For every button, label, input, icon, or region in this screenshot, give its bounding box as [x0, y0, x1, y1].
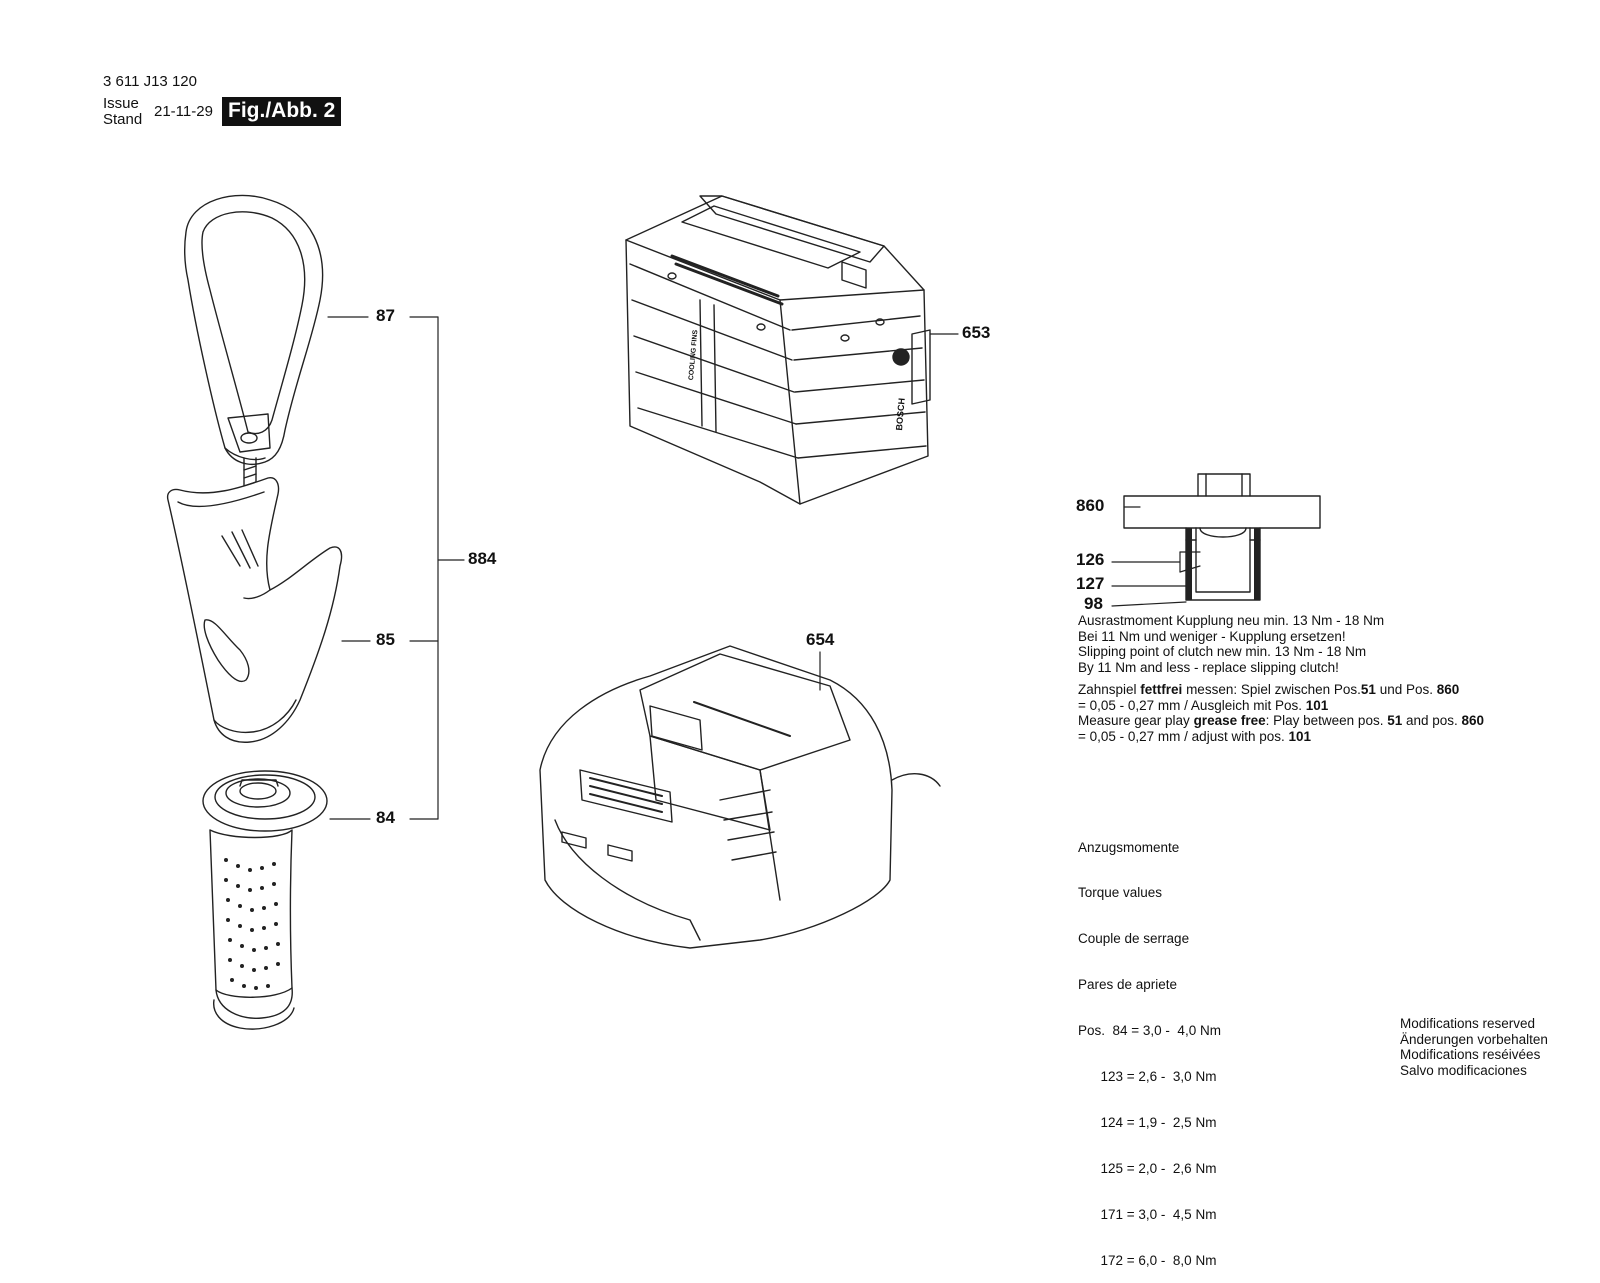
clutch-note-line-3: Slipping point of clutch new min. 13 Nm … [1078, 644, 1367, 659]
clutch-note-line-2: Bei 11 Nm und weniger - Kupplung ersetze… [1078, 628, 1346, 644]
torque-row: Pos. 84 = 3,0 - 4,0 Nm [1078, 1023, 1221, 1039]
clutch-note-line-4: By 11 Nm and less - replace slipping clu… [1078, 659, 1339, 675]
callout-87: 87 [376, 306, 395, 325]
clutch-note-line-1: Ausrastmoment Kupplung neu min. 13 Nm - … [1078, 613, 1385, 628]
callout-126: 126 [1076, 550, 1105, 569]
torque-row: 123 = 2,6 - 3,0 Nm [1078, 1069, 1217, 1085]
torque-title-en: Torque values [1078, 885, 1163, 901]
leader-lines-left [327, 316, 465, 820]
footer-line-fr: Modifications reséivées [1400, 1047, 1541, 1062]
callout-860: 860 [1076, 496, 1105, 515]
footer-line-en: Modifications reserved [1400, 1016, 1536, 1031]
torque-values-block: Anzugsmomente Torque values Couple de se… [1078, 809, 1221, 1283]
part-85-cradle [166, 477, 343, 743]
clutch-note: Ausrastmoment Kupplung neu min. 13 Nm - … [1078, 613, 1384, 675]
torque-title-de: Anzugsmomente [1078, 839, 1180, 855]
callout-884: 884 [468, 549, 497, 568]
part-84-side-handle [202, 770, 328, 1030]
torque-row: 172 = 6,0 - 8,0 Nm [1078, 1252, 1217, 1268]
exploded-parts-drawing [166, 194, 1321, 1030]
callout-127: 127 [1076, 574, 1105, 593]
grip-texture [224, 858, 280, 990]
issue-date: 21-11-29 [154, 103, 213, 120]
callout-654: 654 [806, 630, 835, 649]
torque-title-es: Pares de apriete [1078, 977, 1178, 993]
footer-line-de: Änderungen vorbehalten [1400, 1031, 1548, 1047]
torque-title-fr: Couple de serrage [1078, 931, 1190, 947]
torque-row: 124 = 1,9 - 2,5 Nm [1078, 1114, 1217, 1130]
torque-row: 125 = 2,0 - 2,6 Nm [1078, 1160, 1217, 1176]
part-number: 3 611 J13 120 [103, 73, 197, 90]
callout-84: 84 [376, 808, 395, 827]
part-87-handle-shell [183, 194, 324, 466]
figure-badge: Fig./Abb. 2 [222, 97, 342, 126]
callout-653: 653 [962, 323, 991, 342]
gear-note-de-line-2: = 0,05 - 0,27 mm / Ausgleich mit Pos. 10… [1078, 697, 1329, 713]
gear-note-de-line-1: Zahnspiel fettfrei messen: Spiel zwische… [1078, 682, 1460, 697]
callout-85: 85 [376, 630, 395, 649]
torque-row: 171 = 3,0 - 4,5 Nm [1078, 1206, 1217, 1222]
modifications-footer: Modifications reserved Änderungen vorbeh… [1400, 1016, 1548, 1078]
leader-lines-clutch [1111, 506, 1201, 607]
gear-play-note: Zahnspiel fettfrei messen: Spiel zwische… [1078, 682, 1484, 744]
callout-98: 98 [1084, 594, 1103, 613]
part-653-battery [625, 195, 931, 505]
stand-label: Stand [103, 111, 143, 128]
gear-note-en-line-2: = 0,05 - 0,27 mm / adjust with pos. 101 [1078, 728, 1312, 744]
footer-line-es: Salvo modificaciones [1400, 1062, 1527, 1078]
issue-label: Issue [103, 95, 139, 112]
gear-note-en-line-1: Measure gear play grease free: Play betw… [1078, 713, 1485, 728]
part-654-charger [539, 645, 941, 949]
clutch-cross-section [1123, 473, 1321, 601]
